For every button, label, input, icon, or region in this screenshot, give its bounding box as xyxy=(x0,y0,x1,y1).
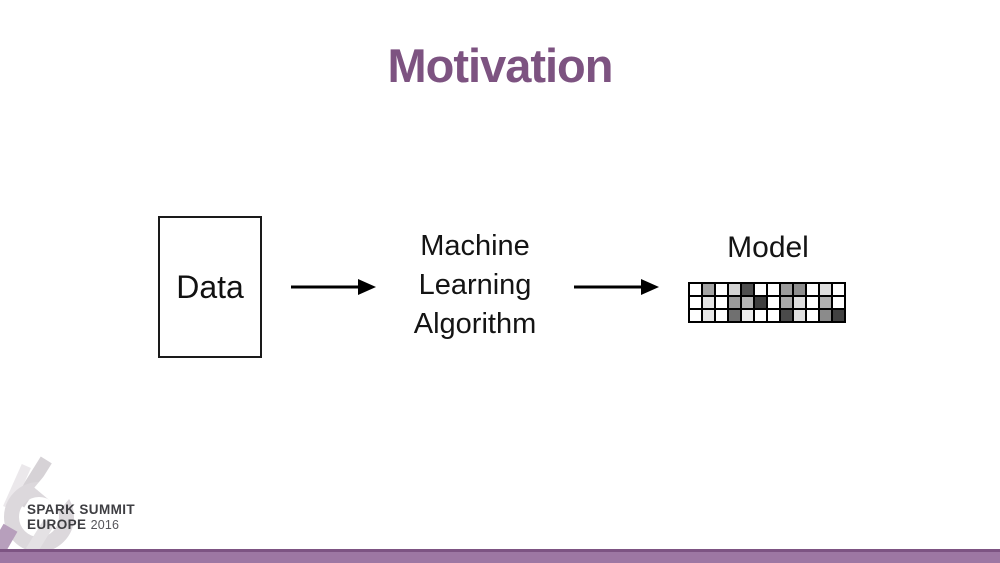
model-grid-cell xyxy=(794,284,805,295)
model-grid-cell xyxy=(729,297,740,308)
logo-text-line1: SPARK SUMMIT xyxy=(27,502,136,517)
arrow-data-to-algorithm-icon xyxy=(291,279,376,295)
algorithm-label: Machine Learning Algorithm xyxy=(385,227,565,344)
model-grid-cell xyxy=(794,310,805,321)
model-grid-cell xyxy=(781,297,792,308)
model-grid-cell xyxy=(690,297,701,308)
arrow-algorithm-to-model-icon xyxy=(574,279,659,295)
model-grid-cell xyxy=(794,297,805,308)
model-grid-cell xyxy=(768,284,779,295)
model-grid-cell xyxy=(742,310,753,321)
model-grid-cell xyxy=(833,310,844,321)
model-grid-cell xyxy=(729,284,740,295)
model-grid-cell xyxy=(807,310,818,321)
logo-text-line2: EUROPE 2016 xyxy=(27,517,120,532)
model-grid-cell xyxy=(703,310,714,321)
model-label: Model xyxy=(727,231,809,264)
model-grid-cell xyxy=(820,284,831,295)
model-grid-cell xyxy=(833,297,844,308)
logo-year: 2016 xyxy=(90,518,120,532)
algorithm-line: Learning xyxy=(418,269,532,301)
model-grid-cell xyxy=(768,310,779,321)
footer-bar xyxy=(0,549,1000,563)
logo-text: SPARK SUMMIT EUROPE 2016 xyxy=(27,502,135,533)
model-grid-cell xyxy=(742,284,753,295)
data-box: Data xyxy=(158,216,262,358)
model-grid-cell xyxy=(703,297,714,308)
model-grid-cell xyxy=(716,310,727,321)
algorithm-line: Algorithm xyxy=(413,308,537,340)
model-grid-cell xyxy=(703,284,714,295)
model-grid xyxy=(688,282,846,323)
model-grid-cell xyxy=(807,297,818,308)
model-grid-cell xyxy=(755,284,766,295)
model-grid-cell xyxy=(781,310,792,321)
spark-summit-logo: SPARK SUMMIT EUROPE 2016 xyxy=(0,456,200,555)
model-grid-cell xyxy=(820,297,831,308)
algorithm-line: Machine xyxy=(420,230,530,262)
model-grid-cell xyxy=(690,284,701,295)
model-grid-cell xyxy=(690,310,701,321)
model-grid-cell xyxy=(768,297,779,308)
slide-title: Motivation xyxy=(387,39,614,92)
model-grid-cell xyxy=(729,310,740,321)
model-grid-cell xyxy=(742,297,753,308)
model-grid-cell xyxy=(755,310,766,321)
data-box-label: Data xyxy=(176,268,244,305)
model-grid-cell xyxy=(833,284,844,295)
model-grid-cell xyxy=(807,284,818,295)
model-grid-cell xyxy=(781,284,792,295)
model-grid-cell xyxy=(716,284,727,295)
model-grid-cell xyxy=(820,310,831,321)
model-grid-cell xyxy=(716,297,727,308)
model-grid-cell xyxy=(755,297,766,308)
